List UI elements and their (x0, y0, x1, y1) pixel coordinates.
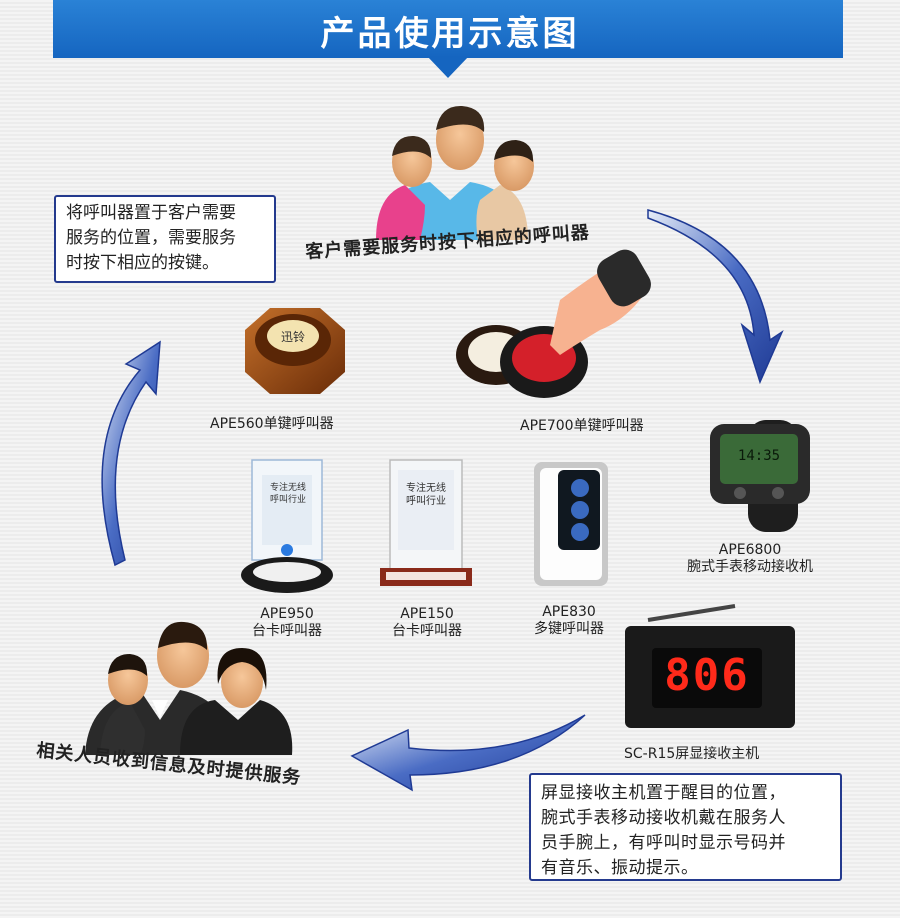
card-line-2: 呼叫行业 (269, 495, 306, 505)
box-line: 有音乐、振动提示。 (541, 858, 699, 878)
box-line: 屏显接收主机置于醒目的位置， (541, 783, 786, 803)
svg-text:迅铃: 迅铃 (281, 329, 305, 344)
card-line-1: 专注无线 (269, 483, 306, 493)
ape830-desc: 多键呼叫器 (534, 621, 604, 637)
box-line: 将呼叫器置于客户需要 (66, 203, 236, 223)
instruction-box-left: 将呼叫器置于客户需要 服务的位置，需要服务 时按下相应的按键。 (54, 195, 276, 283)
arrow-left (101, 340, 161, 567)
ape700-label: APE700单键呼叫器 (520, 418, 644, 434)
ape560-label: APE560单键呼叫器 (210, 416, 334, 432)
arrow-top-right (647, 209, 784, 385)
box-line: 员手腕上，有呼叫时显示号码并 (541, 833, 786, 853)
ape6800-device (710, 420, 810, 532)
ape830-model: APE830 (542, 604, 596, 620)
ape560-device: 迅铃 (245, 308, 345, 394)
card-line-1: 专注无线 (406, 483, 446, 494)
ape950-label: APE950 台卡呼叫器 (242, 606, 332, 640)
instruction-box-right: 屏显接收主机置于醒目的位置， 腕式手表移动接收机戴在服务人 员手腕上，有呼叫时显… (529, 773, 842, 881)
ape700-device (456, 249, 651, 398)
ape150-model: APE150 (400, 606, 454, 622)
ape830-label: APE830 多键呼叫器 (524, 604, 614, 638)
box-line: 腕式手表移动接收机戴在服务人 (541, 808, 786, 828)
ape6800-model: APE6800 (718, 542, 782, 558)
customers-figure (376, 105, 534, 240)
banner-notch (427, 56, 469, 78)
ape150-desc: 台卡呼叫器 (392, 623, 462, 639)
card-line-2: 呼叫行业 (406, 496, 446, 507)
ape150-label: APE150 台卡呼叫器 (382, 606, 472, 640)
staff-figure (85, 621, 293, 755)
scr15-device (625, 604, 795, 728)
ape6800-desc: 腕式手表移动接收机 (687, 559, 813, 575)
watch-time-display: 14:35 (737, 448, 781, 464)
title-banner (53, 0, 843, 58)
arrow-bottom (350, 714, 586, 792)
box-line: 时按下相应的按键。 (66, 253, 219, 273)
ape950-desc: 台卡呼叫器 (252, 623, 322, 639)
ape950-model: APE950 (260, 606, 314, 622)
scr15-label: SC-R15屏显接收主机 (624, 746, 760, 762)
ape950-card-text: 专注无线 呼叫行业 (264, 482, 312, 506)
ape950-device (241, 459, 333, 593)
page-title: 产品使用示意图 (320, 14, 580, 54)
ape6800-label: APE6800 腕式手表移动接收机 (683, 542, 817, 576)
ape150-card-text: 专注无线 呼叫行业 (400, 482, 452, 508)
ape830-device (534, 462, 608, 586)
host-number-display: 806 (664, 650, 750, 701)
box-line: 服务的位置，需要服务 (66, 228, 236, 248)
ape150-device (380, 459, 472, 586)
